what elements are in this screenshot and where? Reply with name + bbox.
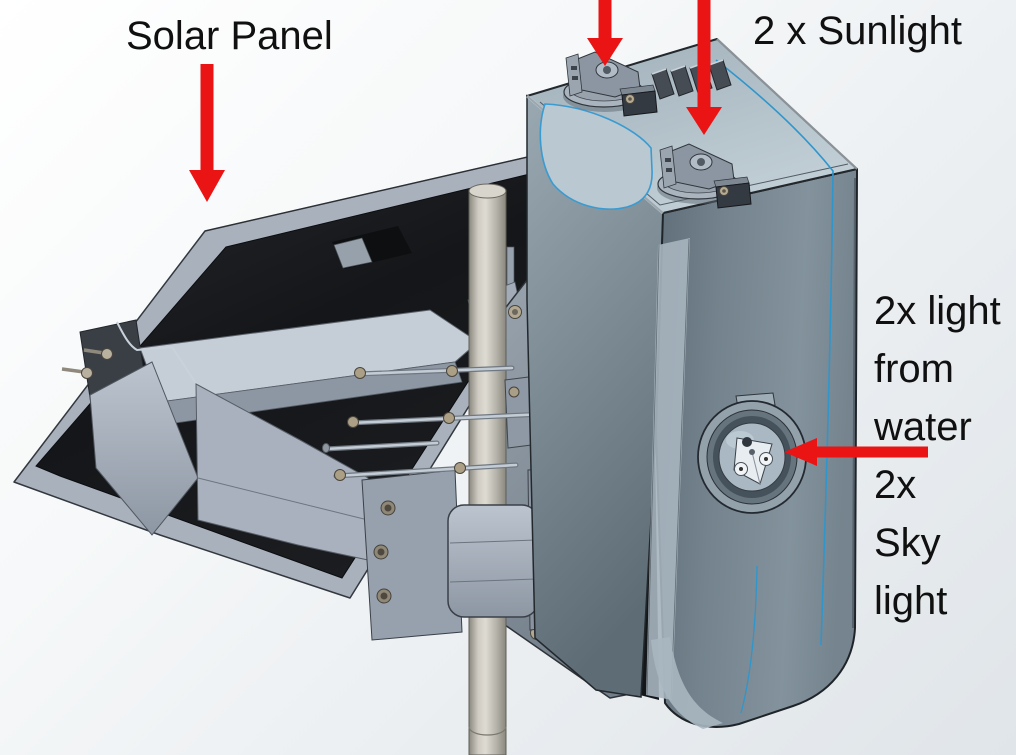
sunlight-arrow-1 (587, 0, 623, 66)
threaded-rods (322, 365, 548, 481)
sensor-enclosure (526, 38, 858, 729)
sky-light-line-2: Sky (874, 521, 941, 565)
solar-panel-arrow (189, 64, 225, 202)
sky-light-line-1: 2x (874, 463, 917, 507)
sunlight-label: 2 x Sunlight (753, 9, 963, 53)
light-port-arrow (784, 438, 928, 466)
sky-light-line-3: light (874, 579, 948, 623)
sunlight-arrow-2 (686, 0, 722, 135)
water-light-line-3: water (874, 405, 972, 449)
mounting-pole (468, 183, 507, 755)
water-light-line-2: from (874, 347, 954, 391)
water-light-label: 2x light from water (874, 282, 1001, 456)
sunlight-sensor-2 (657, 143, 752, 209)
panel-mount-bracket (61, 231, 526, 561)
water-light-line-1: 2x light (874, 289, 1001, 333)
annotation-arrows (189, 0, 928, 466)
light-sensor-port (697, 392, 807, 514)
heat-sink-fins (651, 59, 732, 100)
tangent-edge-line-bottom (740, 565, 758, 714)
enclosure-front-edge (646, 238, 690, 700)
tangent-edge-line (715, 59, 834, 646)
sunlight-sensor-1 (563, 51, 658, 117)
enclosure-corner-recess (539, 103, 653, 210)
solar-panel-label: Solar Panel (126, 14, 333, 58)
sky-light-label: 2x Sky light (874, 456, 947, 630)
